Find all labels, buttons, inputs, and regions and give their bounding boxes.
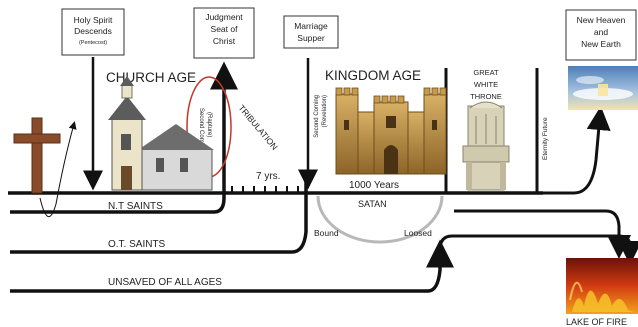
marriage-supper-line1: Marriage xyxy=(294,21,328,31)
kingdom-age-title: KINGDOM AGE xyxy=(325,68,421,83)
satan-arc xyxy=(316,195,444,244)
ot-saints-label: O.T. SAINTS xyxy=(108,239,166,250)
marriage-supper-box: Marriage Supper xyxy=(283,15,339,49)
resurrection-arrow xyxy=(39,121,77,217)
judgment-seat-line2: Seat of xyxy=(211,24,239,34)
heaven-track xyxy=(543,106,611,195)
throne-label-line1: GREAT xyxy=(473,68,499,77)
holy-spirit-line1: Holy Spirit xyxy=(74,15,113,25)
thousand-years-label: 1000 Years xyxy=(349,180,399,191)
throne-label-line3: THRONE xyxy=(470,92,502,101)
rapture-label-line1: Second Coming xyxy=(198,108,204,151)
bound-label: Bound xyxy=(314,228,339,238)
lake-of-fire-label: LAKE OF FIRE xyxy=(566,317,627,327)
castle-icon xyxy=(335,87,447,175)
heaven-image xyxy=(568,66,638,110)
revelation-label-line2: (Revelation) xyxy=(322,95,328,127)
judgment-seat-line1: Judgment xyxy=(205,12,243,22)
throne-icon xyxy=(462,101,510,191)
tribulation-ticks xyxy=(231,186,299,193)
holy-spirit-box: Holy Spirit Descends (Pentecost) xyxy=(61,8,125,56)
seven-years-label: 7 yrs. xyxy=(256,171,280,182)
marriage-supper-line2: Supper xyxy=(297,33,325,43)
rapture-label-line2: (Rapture) xyxy=(206,112,212,137)
loosed-label: Loosed xyxy=(404,228,432,238)
church-icon xyxy=(108,76,214,191)
tribulation-label: TRIBULATION xyxy=(236,103,279,152)
holy-spirit-note: (Pentecost) xyxy=(79,40,107,46)
fire-image xyxy=(566,258,638,314)
cross-icon xyxy=(13,117,61,194)
judgment-seat-box: Judgment Seat of Christ xyxy=(193,7,255,59)
nt-saints-label: N.T SAINTS xyxy=(108,201,163,212)
nt-saints-track xyxy=(10,61,238,214)
loosed-track xyxy=(438,234,638,265)
unsaved-label: UNSAVED OF ALL AGES xyxy=(108,277,222,288)
church-age-title: CHURCH AGE xyxy=(106,70,196,85)
ot-saints-track xyxy=(10,178,308,254)
holy-spirit-line2: Descends xyxy=(74,26,112,36)
revelation-label-line1: Second Coming xyxy=(314,95,320,138)
new-heaven-line3: New Earth xyxy=(581,39,621,49)
judgment-seat-line3: Christ xyxy=(213,36,236,46)
throne-label-line2: WHITE xyxy=(474,80,498,89)
unsaved-track xyxy=(10,239,454,293)
judgement-track xyxy=(454,209,631,259)
new-heaven-line2: and xyxy=(594,27,608,37)
new-heaven-line1: New Heaven xyxy=(577,15,626,25)
eternity-future-label: Eternity Future xyxy=(542,117,549,160)
new-heaven-box: New Heaven and New Earth xyxy=(565,9,637,61)
satan-label: SATAN xyxy=(358,199,387,209)
